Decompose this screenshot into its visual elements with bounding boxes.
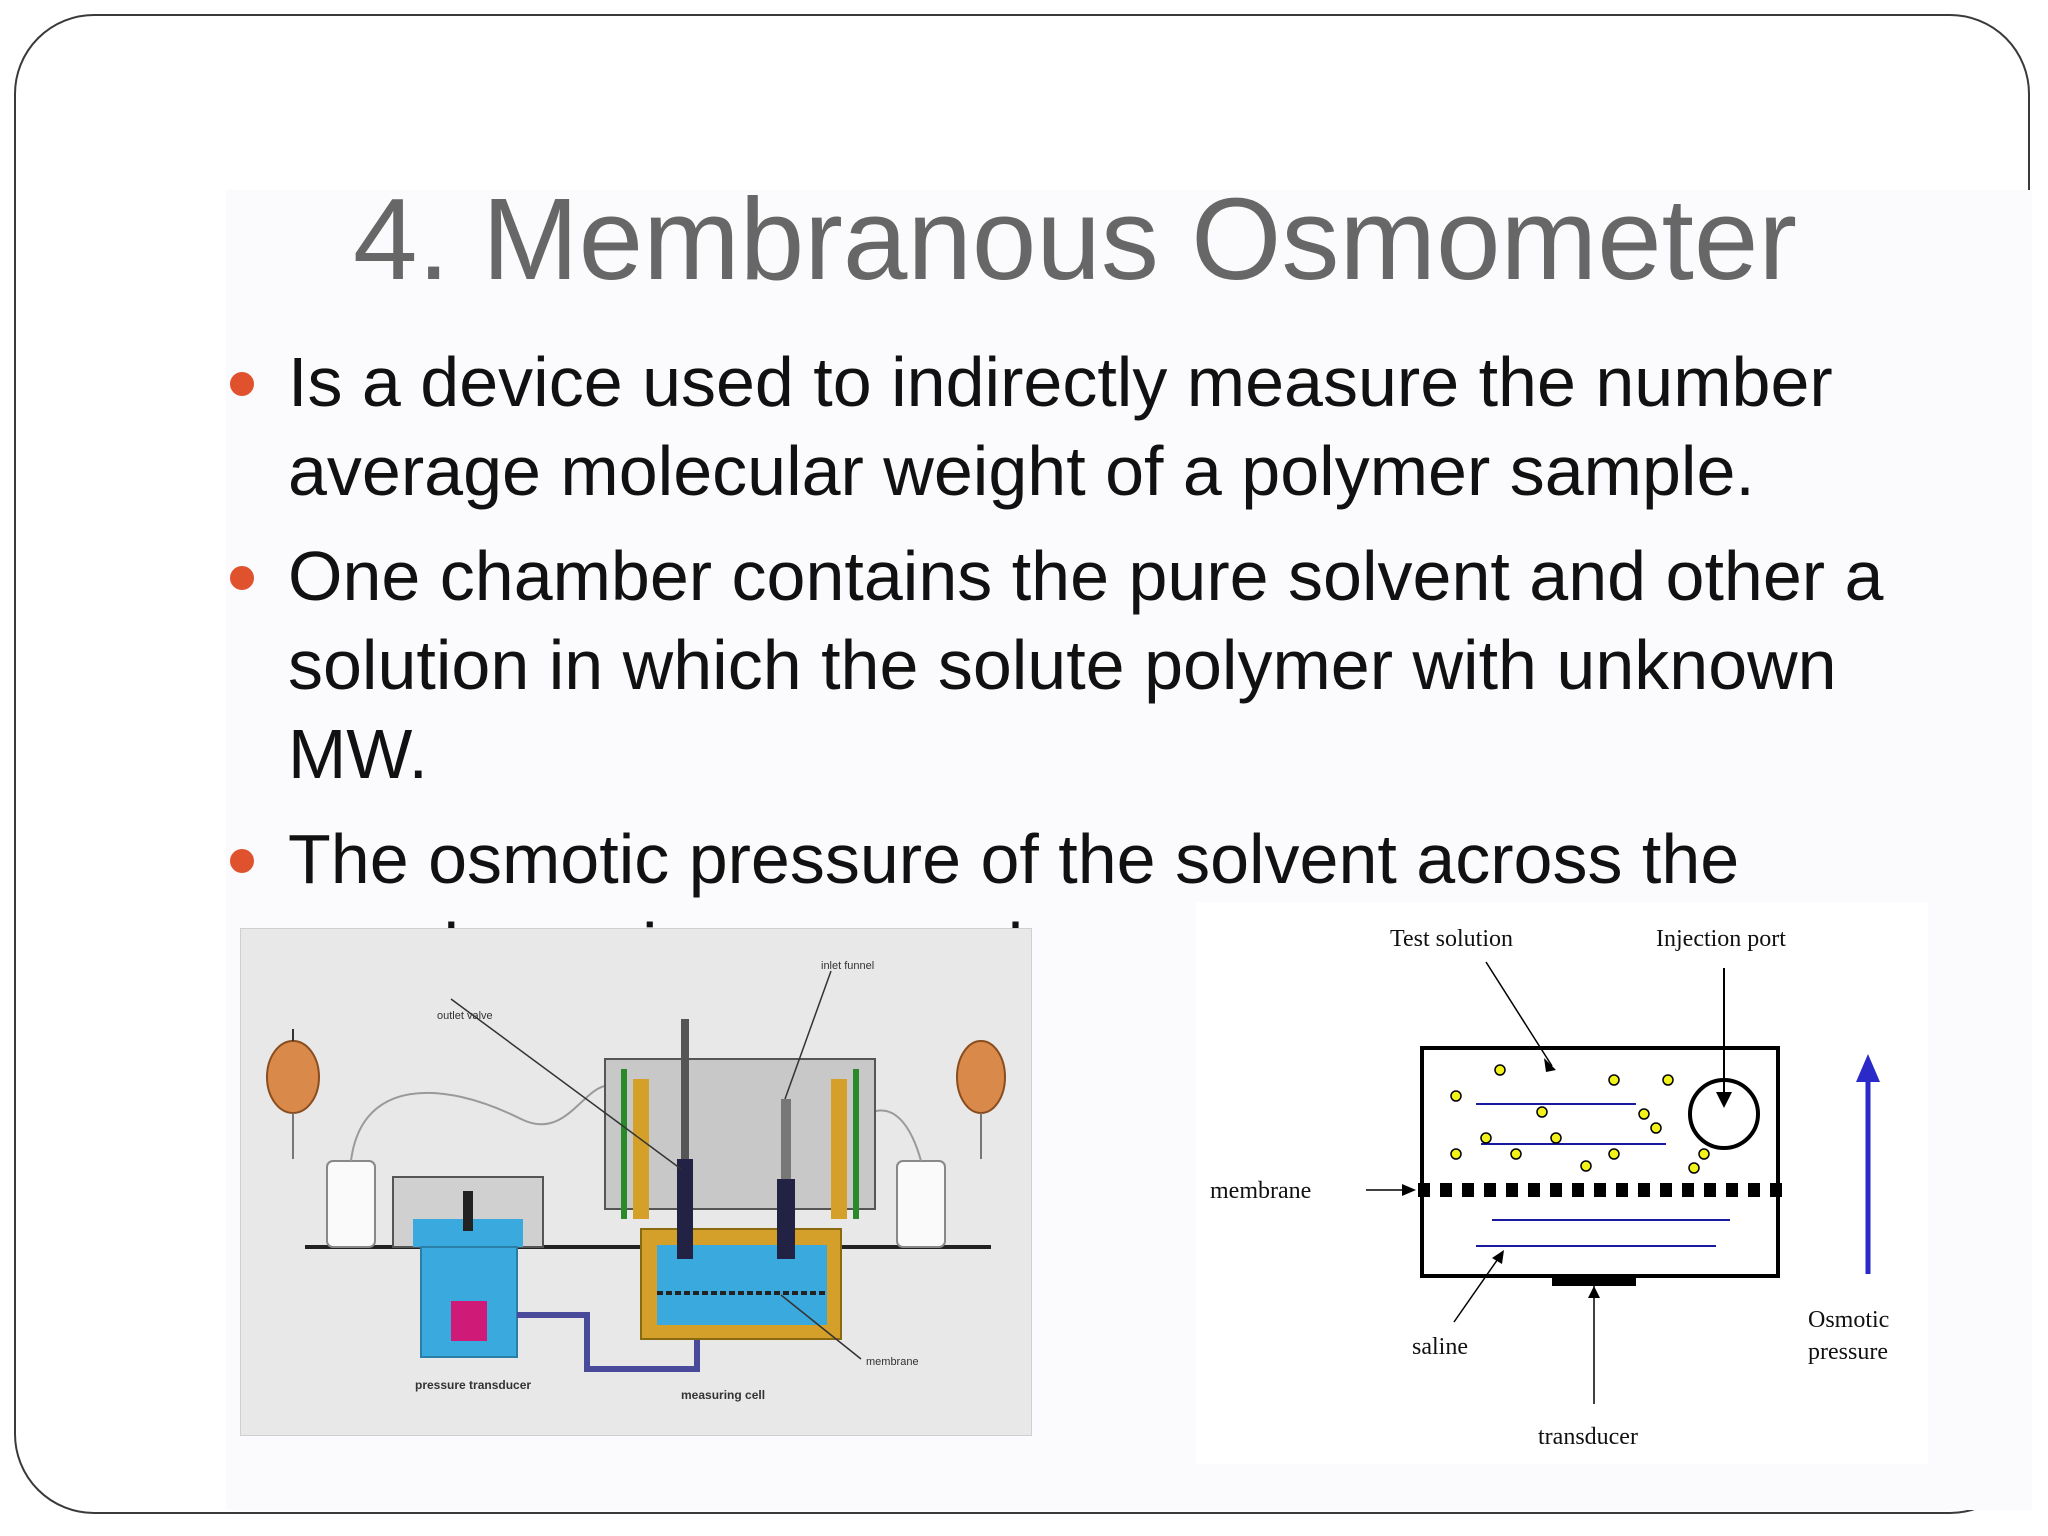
inlet-funnel-label: inlet funnel — [821, 960, 874, 972]
saline-label: saline — [1412, 1334, 1468, 1360]
bullet-dot-icon — [230, 849, 254, 873]
injection-port-label: Injection port — [1656, 926, 1786, 952]
osmotic-pressure-line2: pressure — [1808, 1339, 1888, 1365]
bullet-dot-icon — [230, 566, 254, 590]
schematic-diagram: Test solution Injection port membrane sa… — [1196, 902, 1928, 1464]
osmotic-pressure-line1: Osmotic — [1808, 1307, 1889, 1333]
transducer-label: transducer — [1538, 1424, 1638, 1450]
membrane-label: membrane — [866, 1356, 919, 1368]
osmometer-apparatus-figure: inlet funnel outlet valve membrane press… — [240, 928, 1032, 1436]
bullet-text: Is a device used to indirectly measure t… — [288, 343, 1833, 510]
osmometer-schematic-figure: Test solution Injection port membrane sa… — [1196, 902, 1928, 1464]
osmotic-pressure-label: Osmotic pressure — [1808, 1307, 1895, 1365]
measuring-cell-label: measuring cell — [681, 1388, 765, 1402]
pressure-transducer-label: pressure transducer — [415, 1378, 531, 1392]
slide-title: 4. Membranous Osmometer — [352, 174, 1798, 304]
test-solution-label: Test solution — [1390, 926, 1513, 952]
bullet-list: Is a device used to indirectly measure t… — [230, 338, 1970, 1009]
apparatus-illustration: inlet funnel outlet valve membrane press… — [241, 929, 1031, 1435]
bullet-item: Is a device used to indirectly measure t… — [230, 338, 1970, 516]
bullet-text: One chamber contains the pure solvent an… — [288, 537, 1884, 793]
membrane-label: membrane — [1210, 1178, 1311, 1204]
outlet-valve-label: outlet valve — [437, 1010, 493, 1022]
bullet-dot-icon — [230, 372, 254, 396]
bullet-item: One chamber contains the pure solvent an… — [230, 532, 1970, 799]
